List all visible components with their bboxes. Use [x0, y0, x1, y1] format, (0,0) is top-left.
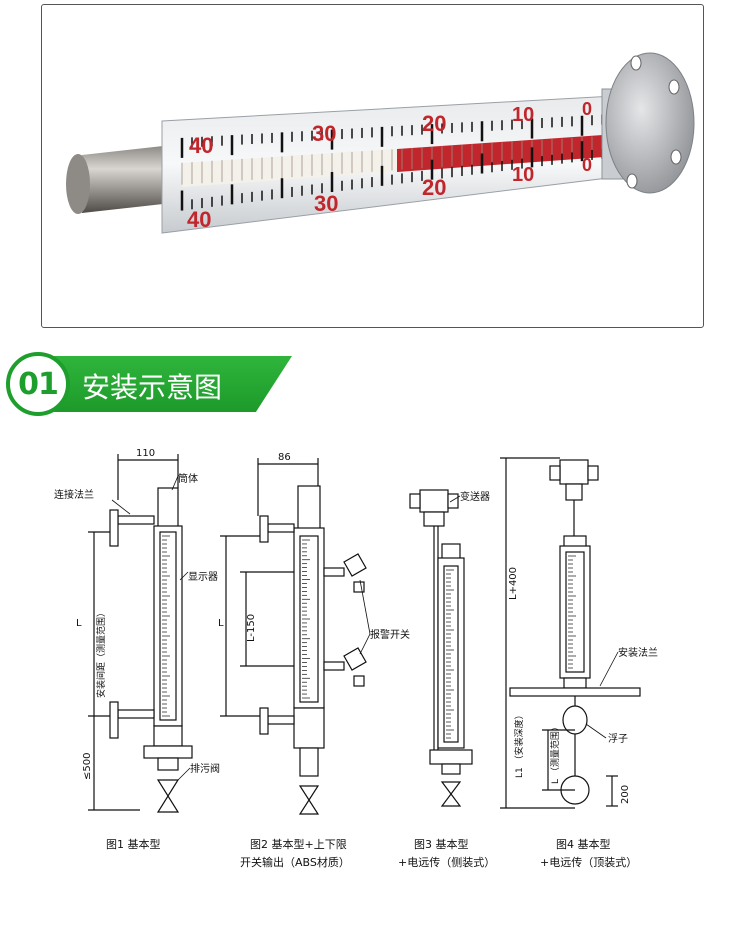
scale-top-10: 10	[512, 104, 534, 126]
mounting-flange	[605, 52, 695, 194]
section-number-badge: 01	[6, 352, 70, 416]
fig1-label-range: 安装间距（测量范围）	[95, 608, 107, 698]
fig4-label-200: 200	[620, 785, 631, 804]
fig2-dim-86: 86	[278, 452, 291, 463]
installation-diagram: 110 筒体 连接法兰 显示器	[40, 440, 700, 890]
figure-2: 86	[218, 452, 410, 869]
flange-bolt-hole	[670, 149, 682, 165]
fig4-label-L400: L+400	[508, 567, 519, 600]
figure-4: L+400 安装法兰 L1 （安装深度） 浮子 L （测量范围） 200 图4 …	[500, 457, 658, 869]
cylinder-cap-end	[66, 154, 90, 214]
red-indicator	[397, 133, 632, 172]
fig2-caption-line2: 开关输出（ABS材质）	[240, 855, 350, 869]
scale-bottom-10: 10	[512, 164, 534, 186]
fig1-label-body: 筒体	[178, 472, 198, 485]
fig1-label-flange: 连接法兰	[54, 488, 94, 501]
fig2-caption-line1: 图2 基本型+上下限	[250, 837, 347, 851]
fig1-label-L: L	[76, 618, 82, 629]
product-photo: 40 30 20 10 0 40 30 20 10 0	[41, 4, 704, 328]
scale-bottom-30: 30	[314, 191, 338, 216]
scale-ticks-top	[180, 113, 623, 158]
scale-bottom-20: 20	[422, 175, 446, 200]
section-number: 01	[18, 366, 59, 402]
fig2-label-switch: 报警开关	[370, 628, 410, 641]
flange-bolt-hole	[668, 79, 680, 95]
figure-3: 变送器 图3 基本型 +电远传（侧装式）	[398, 489, 495, 869]
scale-top-40: 40	[189, 133, 213, 158]
figure-1: 110 筒体 连接法兰 显示器	[54, 448, 220, 851]
scale-bottom-0: 0	[582, 155, 592, 175]
fig4-label-float: 浮子	[608, 733, 628, 745]
fig4-caption-line1: 图4 基本型	[556, 837, 611, 851]
fig4-label-range: L （测量范围）	[549, 722, 561, 784]
scale-top-0: 0	[582, 99, 592, 119]
fig4-caption-line2: +电远传（顶装式）	[540, 856, 637, 869]
flange-bolt-hole	[630, 55, 642, 71]
scale-bottom-40: 40	[187, 207, 211, 232]
fig1-label-display: 显示器	[188, 571, 218, 583]
fig3-caption-line2: +电远传（侧装式）	[398, 856, 495, 869]
fig1-dim-110: 110	[136, 448, 155, 459]
fig3-scale-ticks	[446, 569, 454, 739]
fig3-label-transmitter: 变送器	[460, 490, 490, 503]
fig4-label-mount-flange: 安装法兰	[618, 646, 658, 659]
fig1-label-bottom: ≤500	[82, 753, 93, 780]
fig1-scale-ticks	[162, 535, 170, 717]
section-heading: 01 安装示意图	[6, 352, 296, 416]
level-gauge-illustration: 40 30 20 10 0 40 30 20 10 0	[66, 52, 695, 234]
fig4-scale-ticks	[568, 555, 576, 669]
fig2-label-L: L	[218, 618, 224, 629]
fig4-label-depth: L1 （安装深度）	[513, 710, 525, 778]
scale-top-30: 30	[312, 121, 336, 146]
fig1-label-drain: 排污阀	[190, 762, 220, 775]
flange-bolt-hole	[626, 173, 638, 189]
section-title: 安装示意图	[82, 371, 223, 404]
fig3-caption-line1: 图3 基本型	[414, 837, 469, 851]
heading-band	[34, 356, 292, 412]
cylinder-cap	[76, 145, 172, 213]
fig2-label-L150: L-150	[246, 614, 257, 642]
fig1-caption: 图1 基本型	[106, 837, 161, 851]
diagram-drawing: 110 筒体 连接法兰 显示器	[54, 448, 658, 869]
scale-top-20: 20	[422, 111, 446, 136]
fig2-scale-ticks	[302, 539, 310, 699]
